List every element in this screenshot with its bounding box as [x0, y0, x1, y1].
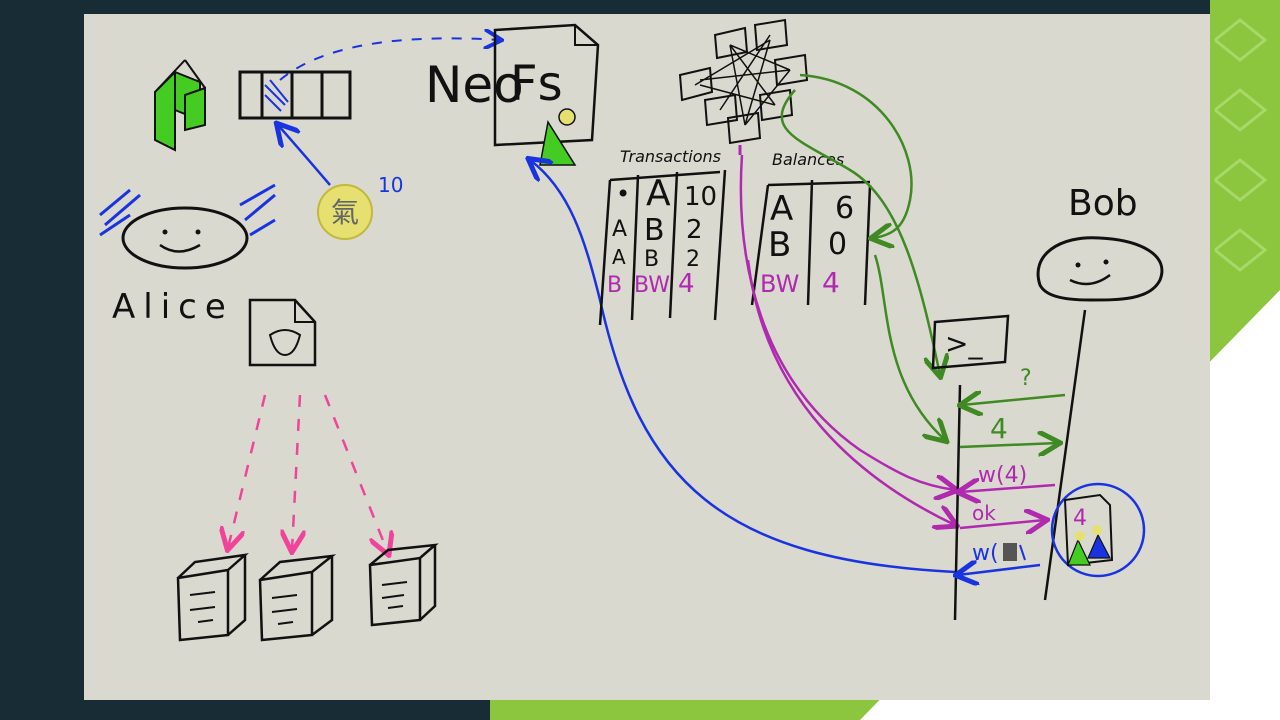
tx-row-4-to: BW [634, 273, 670, 298]
tx-row-2-from: A [612, 217, 627, 242]
terminal-icon: >_ [931, 314, 1010, 370]
neo-logo-icon [154, 59, 206, 152]
bob-label: Bob [1068, 183, 1138, 224]
token-amount: 10 [378, 173, 403, 197]
bob-face [1036, 236, 1164, 302]
alice-face [99, 183, 276, 270]
tx-row-4-from: B [607, 273, 622, 298]
bal-row-2-account: B [768, 225, 791, 265]
file-mini-icon [1003, 543, 1026, 561]
tx-row-1-amount: 10 [684, 182, 717, 212]
bob-wallet-object: 4 [1050, 482, 1146, 578]
msg-ok: ok [972, 501, 996, 525]
storage-node-icon [368, 543, 439, 627]
user-figure-icon [539, 108, 577, 166]
tx-row-3-from: A [612, 245, 626, 269]
alice-label: Alice [112, 287, 234, 327]
blockchain-icon [238, 70, 352, 120]
tx-row-1-from: • [616, 180, 630, 208]
bal-row-2-value: 0 [828, 227, 847, 262]
neofs-title-neo: Neo [425, 56, 524, 114]
storage-node-icon [258, 554, 337, 642]
msg-query: ? [1020, 366, 1032, 391]
terminal-prompt: >_ [945, 327, 983, 360]
alice-file-icon [248, 298, 317, 367]
neofs-document-icon [493, 23, 600, 147]
balances-table: A 6 B 0 BW 4 [750, 179, 872, 306]
neofs-title-fs: Fs [510, 56, 563, 112]
token-symbol: 氣 [331, 196, 359, 229]
transactions-label: Transactions [620, 147, 721, 166]
network-nodes-icon [678, 18, 809, 145]
bal-row-1-value: 6 [835, 191, 854, 226]
tx-row-1-to: A [646, 173, 671, 214]
tx-row-3-to: B [644, 247, 659, 272]
transactions-table: • A 10 A B 2 A B 2 B BW 4 [598, 169, 727, 326]
tx-row-4-amount: 4 [678, 269, 695, 299]
tx-row-2-amount: 2 [686, 215, 703, 245]
bal-row-3-value: 4 [822, 266, 840, 299]
bob-file-value: 4 [1073, 506, 1087, 531]
storage-node-icon [176, 553, 249, 642]
bal-row-1-account: A [770, 189, 793, 229]
gas-token-icon: 氣 [317, 184, 373, 240]
tx-row-2-to: B [644, 213, 665, 248]
balances-label: Balances [772, 150, 844, 169]
msg-reply: 4 [990, 412, 1008, 445]
msg-withdraw-file: w( [972, 541, 999, 566]
bal-row-3-account: BW [760, 270, 799, 298]
whiteboard [84, 14, 1210, 700]
msg-withdraw: w(4) [978, 463, 1027, 488]
tx-row-3-amount: 2 [686, 247, 700, 272]
